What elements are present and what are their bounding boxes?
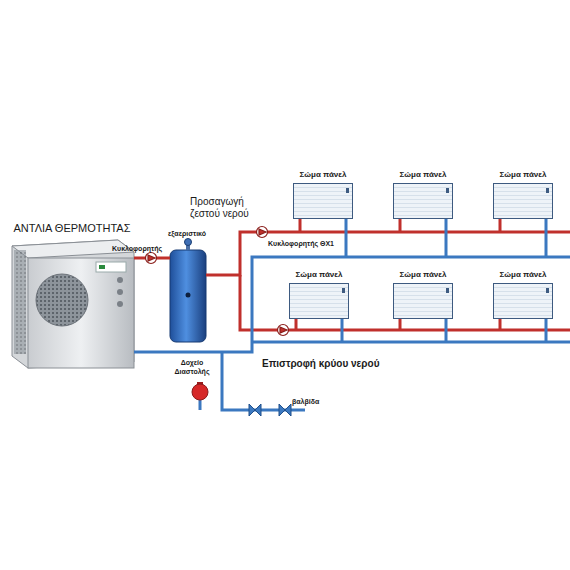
panel-valve <box>446 288 449 293</box>
air-vent-label: εξαεριστικό <box>168 229 206 238</box>
buffer-tank <box>170 239 206 343</box>
panel-body <box>293 183 353 219</box>
heat-pump-unit <box>12 240 134 368</box>
panel-valve <box>346 188 349 193</box>
panel-radiator: Σώμα πάνελ <box>390 270 456 319</box>
valve-label: βαλβίδα <box>292 397 319 406</box>
panel-label: Σώμα πάνελ <box>490 270 556 280</box>
node-label: ΑΝΤΛΙΑ ΘΕΡΜΟΤΗΤΑΣ <box>8 222 136 235</box>
panel-radiator: Σώμα πάνελ <box>490 170 556 219</box>
valve-symbol <box>249 404 291 416</box>
circulator-label: Κυκλοφορητής <box>112 244 162 253</box>
expansion-vessel <box>192 382 208 400</box>
panel-label: Σώμα πάνελ <box>290 170 356 180</box>
panel-body <box>493 283 553 319</box>
expansion-vessel: Δοχείο Διαστολής <box>166 358 218 376</box>
return-label: Επιστροφή κρύου νερού <box>262 358 379 370</box>
panel-body <box>289 283 349 319</box>
supply-label: Προσαγωγή ζεστού νερού <box>190 196 262 220</box>
node-label: Δοχείο Διαστολής <box>166 358 218 376</box>
panel-body <box>393 183 453 219</box>
panel-valve <box>446 188 449 193</box>
panel-valve <box>546 188 549 193</box>
circulator-label: Κυκλοφορητής ΘΧ1 <box>268 239 334 248</box>
panel-label: Σώμα πάνελ <box>286 270 352 280</box>
panel-valve <box>342 288 345 293</box>
panel-body <box>393 283 453 319</box>
heat-pump: ΑΝΤΛΙΑ ΘΕΡΜΟΤΗΤΑΣ <box>8 222 136 235</box>
panel-valve <box>546 288 549 293</box>
circulator-pump <box>146 227 289 336</box>
panel-label: Σώμα πάνελ <box>390 270 456 280</box>
panel-label: Σώμα πάνελ <box>490 170 556 180</box>
panel-label: Σώμα πάνελ <box>390 170 456 180</box>
panel-radiator: Σώμα πάνελ <box>490 270 556 319</box>
panel-radiator: Σώμα πάνελ <box>390 170 456 219</box>
panel-radiator: Σώμα πάνελ <box>286 270 352 319</box>
panel-radiator: Σώμα πάνελ <box>290 170 356 219</box>
panel-body <box>493 183 553 219</box>
